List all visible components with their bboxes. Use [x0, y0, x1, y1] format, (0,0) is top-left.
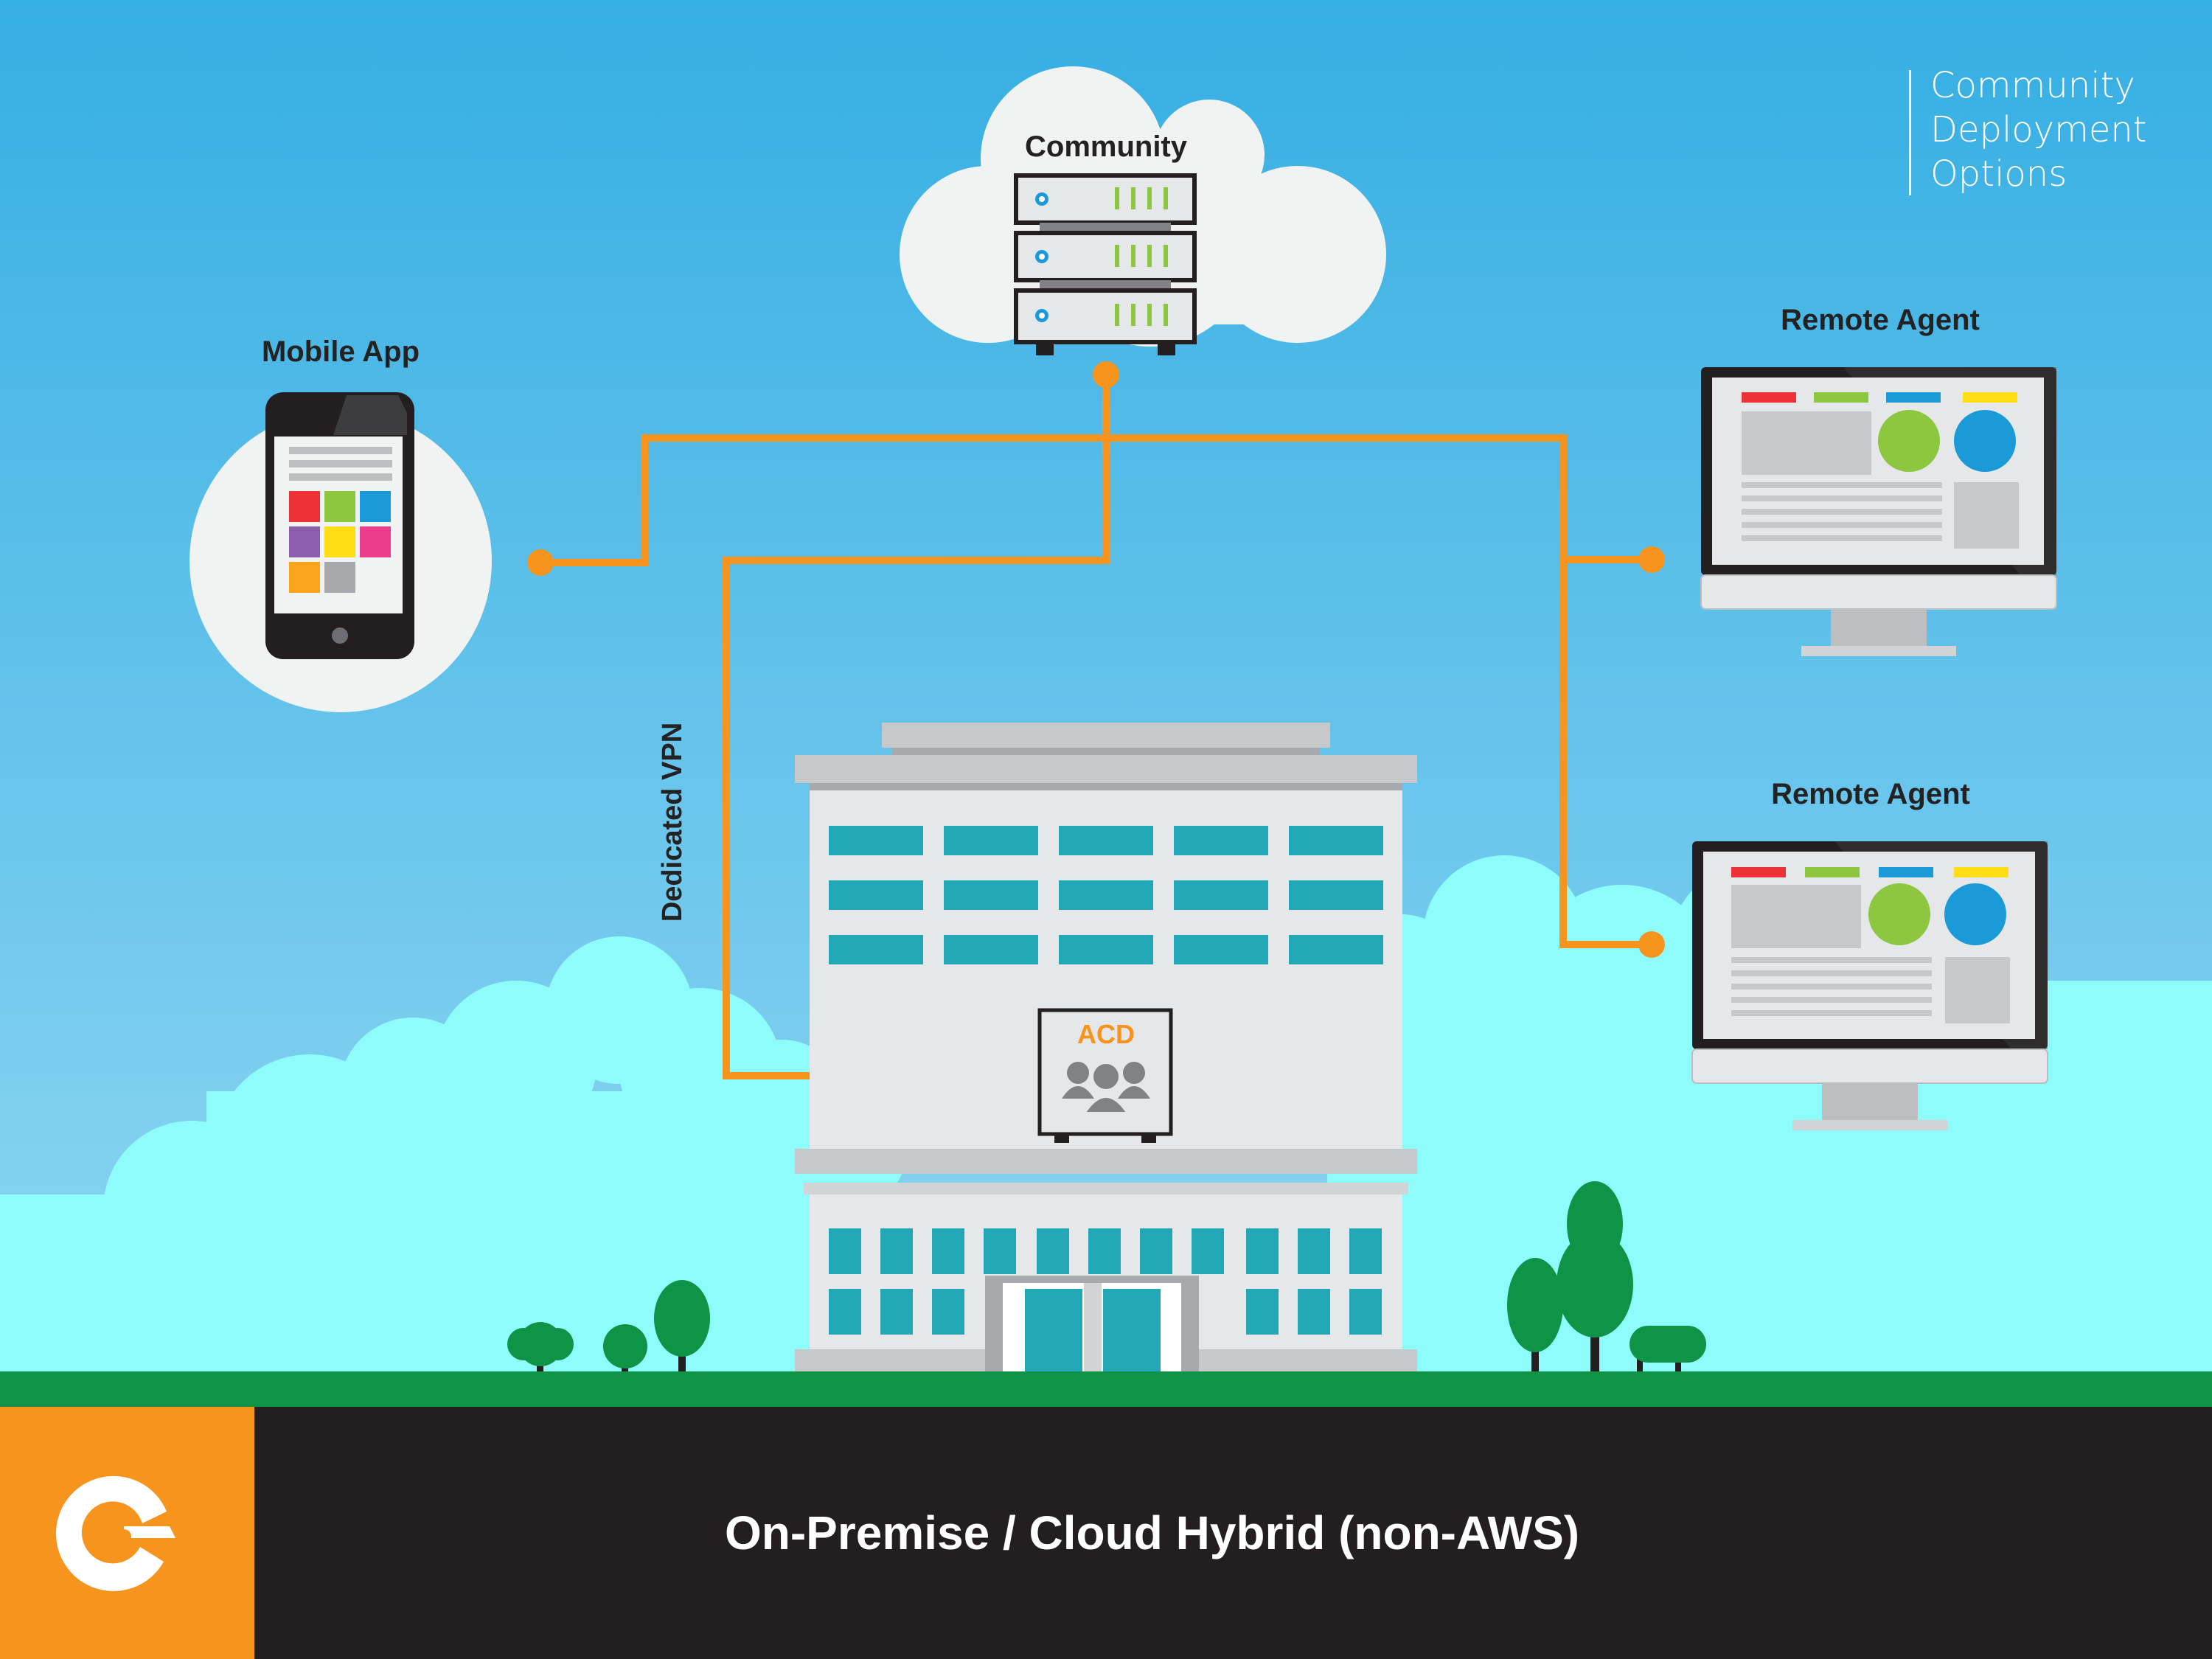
- building-entrance: [985, 1276, 1199, 1371]
- agents-group-icon: [1062, 1061, 1150, 1115]
- lower-windows: [829, 1228, 1382, 1335]
- community-cloud: Community: [900, 66, 1386, 355]
- remote-agent-node-2: Remote Agent: [1691, 778, 2048, 1130]
- vpn-label: Dedicated VPN: [657, 723, 688, 922]
- footer-logo-box: [0, 1407, 254, 1659]
- title-line-2: Deployment: [1930, 109, 2147, 150]
- monitor-icon: [1691, 841, 2048, 1130]
- title-line-3: Options: [1930, 153, 2067, 195]
- acd-box: ACD: [1037, 1008, 1173, 1143]
- remote-agent-2-label: Remote Agent: [1771, 778, 1970, 810]
- mobile-app-node: Mobile App: [189, 335, 492, 712]
- trees: [507, 1181, 1706, 1373]
- footer-title: On-Premise / Cloud Hybrid (non-AWS): [724, 1506, 1580, 1559]
- upper-windows: [829, 826, 1383, 964]
- acd-label: ACD: [1077, 1019, 1135, 1049]
- phone-icon: [265, 392, 414, 659]
- monitor-icon: [1700, 367, 2057, 656]
- grass-strip: [0, 1371, 2212, 1407]
- network-connectors: [540, 375, 1652, 1079]
- remote-agent-1-label: Remote Agent: [1781, 304, 1980, 336]
- title-divider: [1909, 70, 1911, 195]
- office-building: ACD: [795, 723, 1417, 1371]
- connector-remote-agents: [1106, 434, 1652, 948]
- footer-bar: On-Premise / Cloud Hybrid (non-AWS): [0, 1407, 2212, 1659]
- remote-agent-node-1: Remote Agent: [1700, 304, 2057, 656]
- mobile-app-label: Mobile App: [262, 335, 420, 368]
- title-line-1: Community: [1930, 65, 2135, 106]
- connector-mobile: [540, 375, 1110, 566]
- brand-c-logo-icon: [55, 1475, 175, 1591]
- community-label: Community: [1025, 131, 1188, 163]
- server-rack-icon: [1014, 173, 1197, 355]
